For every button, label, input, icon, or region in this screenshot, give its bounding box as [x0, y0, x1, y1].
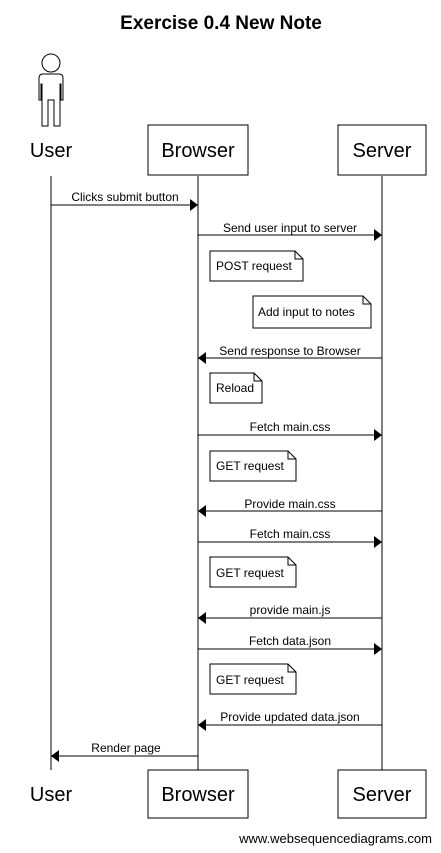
- arrowhead-icon: [374, 429, 382, 441]
- note-get-request: GET request: [209, 556, 297, 588]
- arrowhead-icon: [198, 505, 206, 517]
- participant-label: Server: [353, 784, 412, 806]
- note-post-request: POST request: [209, 250, 304, 282]
- message-send-user-input: Send user input to server: [198, 221, 382, 241]
- participant-server-top: Server: [337, 124, 427, 176]
- svg-text:POST request: POST request: [216, 259, 292, 273]
- svg-text:Fetch main.css: Fetch main.css: [250, 527, 331, 541]
- svg-text:Send user input to server: Send user input to server: [223, 221, 357, 235]
- participant-label: User: [30, 140, 73, 162]
- svg-text:GET request: GET request: [216, 673, 284, 687]
- person-icon: [38, 53, 64, 127]
- note-get-request: GET request: [209, 450, 297, 482]
- svg-text:Clicks submit button: Clicks submit button: [71, 190, 178, 204]
- message-fetch-data-json: Fetch data.json: [198, 634, 382, 655]
- participant-browser-top: Browser: [147, 124, 249, 176]
- svg-text:Fetch data.json: Fetch data.json: [249, 634, 331, 648]
- svg-text:Render page: Render page: [91, 741, 161, 755]
- participant-label: Browser: [161, 784, 235, 806]
- svg-text:Send response to Browser: Send response to Browser: [219, 344, 360, 358]
- participant-label: Browser: [161, 140, 235, 162]
- message-provide-main-js: provide main.js: [198, 603, 382, 624]
- svg-text:Provide updated data.json: Provide updated data.json: [220, 710, 359, 724]
- participant-user-bottom: User: [30, 784, 73, 806]
- svg-text:Fetch main.css: Fetch main.css: [250, 420, 331, 434]
- diagram-title: Exercise 0.4 New Note: [120, 13, 322, 34]
- note-add-input: Add input to notes: [252, 295, 372, 329]
- message-send-response: Send response to Browser: [198, 344, 382, 364]
- message-clicks-submit-button: Clicks submit button: [51, 190, 198, 211]
- arrowhead-icon: [374, 536, 382, 548]
- actor-user-top: User: [30, 53, 73, 162]
- svg-text:GET request: GET request: [216, 566, 284, 580]
- svg-text:Add input to notes: Add input to notes: [258, 305, 355, 319]
- message-provide-main-css: Provide main.css: [198, 497, 382, 517]
- participant-label: Server: [353, 140, 412, 162]
- svg-text:GET request: GET request: [216, 459, 284, 473]
- svg-text:Reload: Reload: [216, 381, 254, 395]
- arrowhead-icon: [198, 352, 206, 364]
- svg-text:provide main.js: provide main.js: [250, 603, 331, 617]
- svg-text:Provide main.css: Provide main.css: [244, 497, 335, 511]
- message-fetch-main-css: Fetch main.css: [198, 420, 382, 441]
- arrowhead-icon: [51, 750, 59, 762]
- arrowhead-icon: [374, 643, 382, 655]
- note-reload: Reload: [209, 372, 263, 404]
- participant-server-bottom: Server: [337, 769, 427, 819]
- message-render-page: Render page: [51, 741, 198, 762]
- arrowhead-icon: [374, 229, 382, 241]
- arrowhead-icon: [190, 199, 198, 211]
- participant-browser-bottom: Browser: [147, 769, 249, 819]
- arrowhead-icon: [198, 719, 206, 731]
- note-get-request: GET request: [209, 663, 297, 695]
- message-fetch-main-css: Fetch main.css: [198, 527, 382, 548]
- message-provide-updated-data-json: Provide updated data.json: [198, 710, 382, 731]
- arrowhead-icon: [198, 612, 206, 624]
- footer-credit: www.websequencediagrams.com: [238, 831, 432, 846]
